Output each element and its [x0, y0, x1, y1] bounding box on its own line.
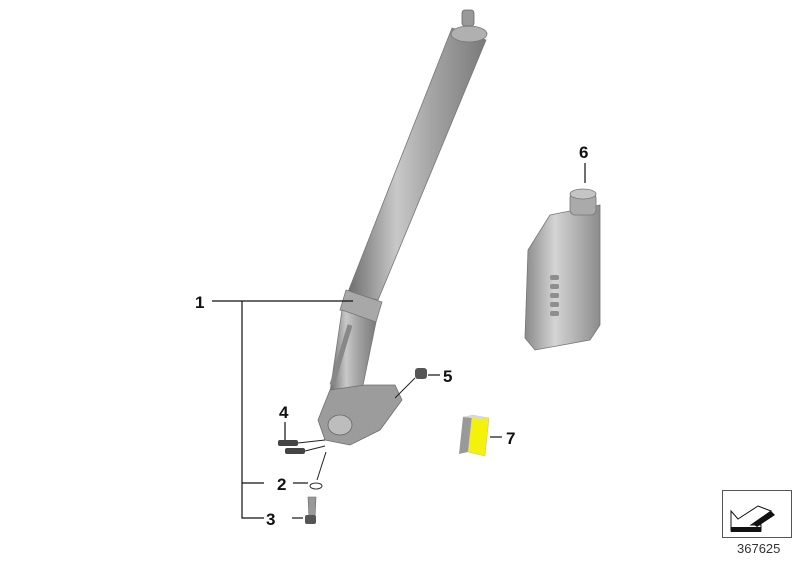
- navigation-arrow-box[interactable]: [722, 490, 792, 538]
- callout-7[interactable]: 7: [506, 429, 516, 448]
- plug-cap: [394, 368, 427, 399]
- assembly-line: [316, 451, 327, 481]
- callout-4[interactable]: 4: [279, 403, 289, 422]
- bolt: [305, 496, 317, 524]
- arrow-left-down-icon: [730, 505, 775, 532]
- washer: [309, 482, 323, 490]
- callout-5[interactable]: 5: [443, 367, 453, 386]
- callout-2[interactable]: 2: [277, 475, 287, 494]
- callout-3[interactable]: 3: [266, 510, 276, 529]
- label-sticker: [459, 414, 490, 457]
- clamp-screws: [278, 439, 326, 454]
- leader-lines: [212, 163, 586, 519]
- callout-6[interactable]: 6: [579, 143, 589, 162]
- fork-tube: [317, 9, 488, 446]
- figure-number: 367625: [737, 541, 781, 556]
- oil-bottle: [524, 188, 601, 351]
- callout-1[interactable]: 1: [195, 293, 205, 312]
